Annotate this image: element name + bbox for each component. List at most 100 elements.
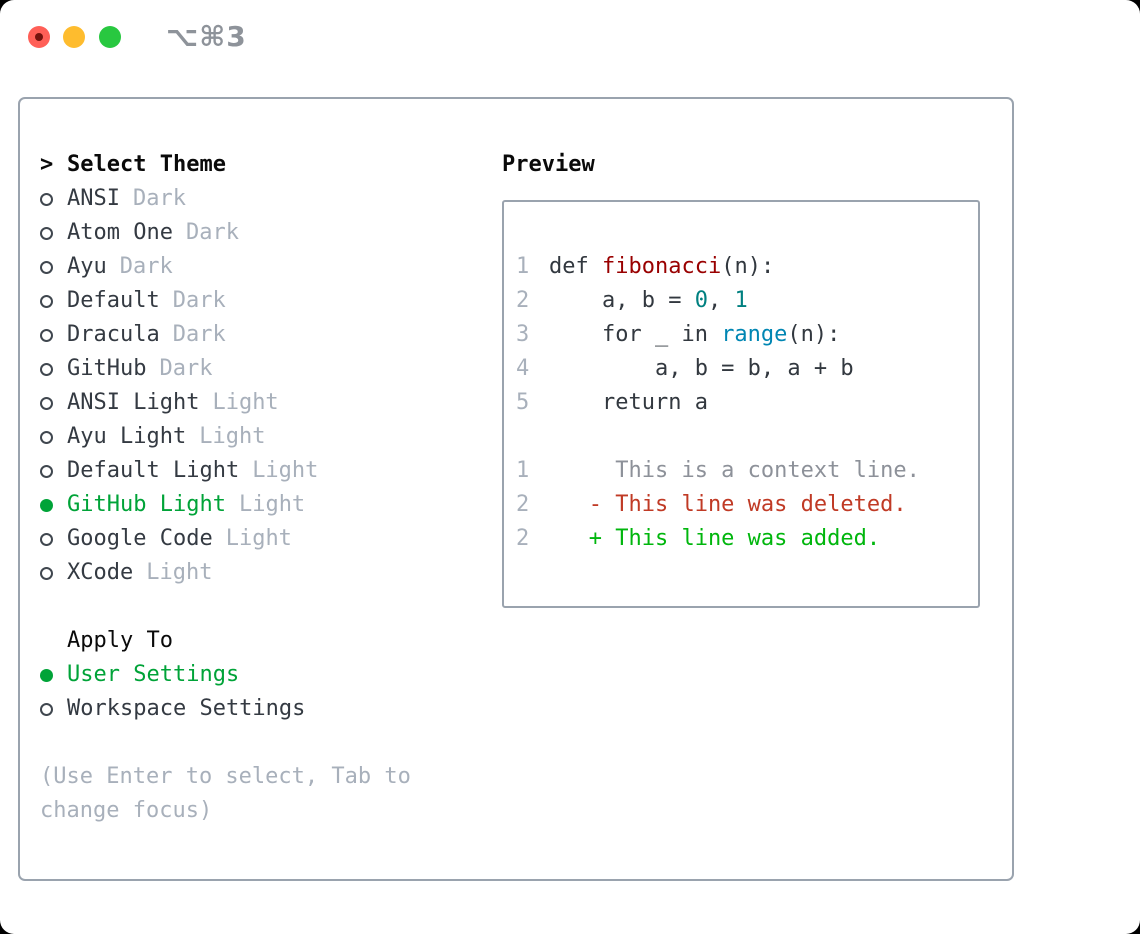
theme-name: XCode	[67, 560, 134, 585]
theme-name: ANSI	[67, 186, 120, 211]
radio-icon	[40, 192, 53, 206]
preview-code-line: 2 a, b = 0, 1	[516, 284, 978, 318]
code-segment-title: fibonacci	[601, 254, 722, 279]
code-segment-keyword: def	[549, 254, 602, 279]
select-theme-title: Select Theme	[67, 152, 226, 177]
theme-name: GitHub Light	[67, 492, 226, 517]
radio-icon	[40, 464, 53, 478]
theme-variant: Dark	[159, 356, 213, 381]
code-segment-plain: a, b =	[549, 288, 695, 313]
radio-icon	[40, 362, 53, 376]
titlebar: ⌥⌘3	[0, 0, 1140, 97]
line-number: 2	[516, 492, 530, 517]
preview-code-line: 3 for _ in range(n):	[516, 318, 978, 352]
code-segment-plain: for _ in	[549, 322, 722, 347]
theme-name: Default Light	[67, 458, 240, 483]
preview-code-line	[516, 420, 978, 454]
theme-name: Default	[67, 288, 160, 313]
line-number: 2	[516, 526, 530, 551]
radio-icon	[40, 498, 53, 512]
close-button[interactable]	[28, 26, 50, 48]
preview-code-line: 4 a, b = b, a + b	[516, 352, 978, 386]
theme-variant: Light	[146, 560, 213, 585]
code-segment-addition: + This line was added.	[549, 526, 881, 551]
radio-icon	[40, 328, 53, 342]
theme-option-xcode[interactable]: XCode Light	[40, 556, 486, 590]
spacer	[40, 590, 486, 624]
theme-option-dracula[interactable]: Dracula Dark	[40, 318, 486, 352]
theme-name: Ayu	[67, 254, 107, 279]
minimize-button[interactable]	[63, 26, 85, 48]
apply-option-name: Workspace Settings	[67, 696, 306, 721]
theme-name: Ayu Light	[67, 424, 187, 449]
preview-code-line: 2 - This line was deleted.	[516, 488, 978, 522]
select-theme-header: > Select Theme	[40, 148, 486, 182]
theme-option-ansi[interactable]: ANSI Dark	[40, 182, 486, 216]
code-segment-plain: (n):	[787, 322, 841, 347]
code-segment-context: This is a context line.	[549, 458, 920, 483]
window-shortcut-label: ⌥⌘3	[166, 20, 247, 53]
radio-icon	[40, 702, 53, 716]
line-number: 5	[516, 390, 530, 415]
theme-option-ansi-light[interactable]: ANSI Light Light	[40, 386, 486, 420]
code-segment-number: 0	[694, 288, 708, 313]
theme-option-atom-one[interactable]: Atom One Dark	[40, 216, 486, 250]
spacer	[40, 726, 486, 760]
theme-name: Atom One	[67, 220, 173, 245]
line-number: 3	[516, 322, 530, 347]
close-dot-icon	[35, 33, 43, 41]
radio-icon	[40, 566, 53, 580]
preview-title: Preview	[502, 152, 595, 177]
line-number: 1	[516, 254, 530, 279]
theme-name: Dracula	[67, 322, 160, 347]
line-number: 2	[516, 288, 530, 313]
preview-code-line: 1 This is a context line.	[516, 454, 978, 488]
code-segment-number: 1	[734, 288, 748, 313]
preview-code-line: 5 return a	[516, 386, 978, 420]
theme-option-default[interactable]: Default Dark	[40, 284, 486, 318]
theme-option-ayu-light[interactable]: Ayu Light Light	[40, 420, 486, 454]
theme-variant: Dark	[172, 322, 226, 347]
theme-name: ANSI Light	[67, 390, 200, 415]
line-number: 4	[516, 356, 530, 381]
radio-icon	[40, 294, 53, 308]
apply-option-name: User Settings	[67, 662, 240, 687]
code-segment-plain: ,	[707, 288, 735, 313]
theme-option-ayu[interactable]: Ayu Dark	[40, 250, 486, 284]
radio-icon	[40, 396, 53, 410]
theme-option-github[interactable]: GitHub Dark	[40, 352, 486, 386]
code-segment-deletion: - This line was deleted.	[549, 492, 907, 517]
code-segment-builtin: range	[721, 322, 788, 347]
theme-variant: Light	[252, 458, 319, 483]
apply-to-header: Apply To	[67, 628, 173, 653]
theme-variant: Dark	[172, 288, 226, 313]
radio-icon	[40, 430, 53, 444]
radio-icon	[40, 226, 53, 240]
theme-variant: Dark	[119, 254, 173, 279]
theme-name: Google Code	[67, 526, 213, 551]
theme-option-default-light[interactable]: Default Light Light	[40, 454, 486, 488]
apply-option-workspace-settings[interactable]: Workspace Settings	[40, 692, 486, 726]
radio-icon	[40, 260, 53, 274]
code-segment-plain: return a	[549, 390, 708, 415]
prompt-icon: >	[40, 152, 54, 177]
theme-name: GitHub	[67, 356, 147, 381]
preview-code-line: 2 + This line was added.	[516, 522, 978, 556]
theme-variant: Light	[199, 424, 266, 449]
theme-variant: Dark	[132, 186, 186, 211]
apply-option-user-settings[interactable]: User Settings	[40, 658, 486, 692]
theme-variant: Dark	[185, 220, 239, 245]
code-segment-plain: a, b = b, a + b	[549, 356, 854, 381]
zoom-button[interactable]	[99, 26, 121, 48]
help-text: (Use Enter to select, Tab to change focu…	[40, 764, 411, 823]
theme-variant: Light	[212, 390, 279, 415]
